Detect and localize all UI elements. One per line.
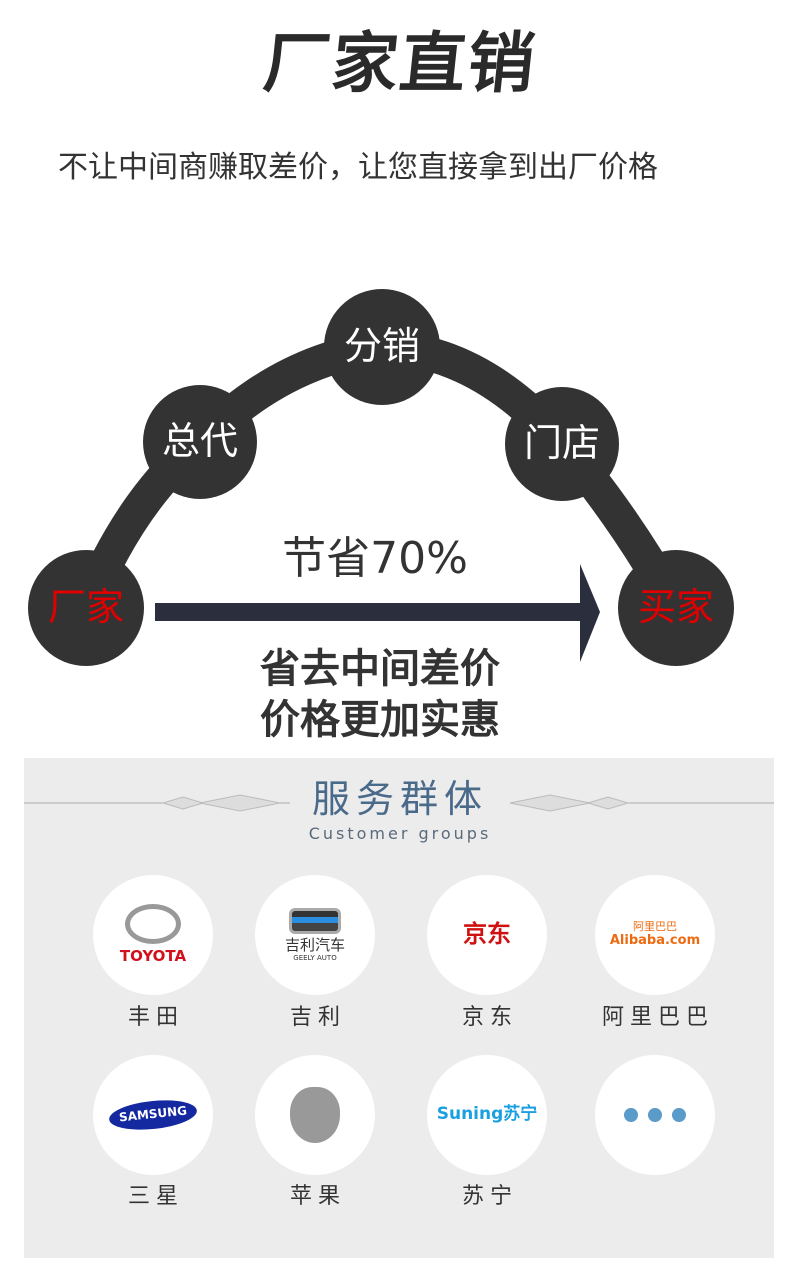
- node-label-factory: 厂家: [47, 585, 124, 629]
- brand-jd[interactable]: 京东: [427, 875, 547, 995]
- brand-label: 京东: [461, 1005, 518, 1030]
- benefit-line-2: 价格更加实惠: [260, 697, 500, 743]
- section-divider: [24, 794, 774, 812]
- section-subtitle: Customer groups: [308, 824, 492, 843]
- logo-text: 京东: [463, 920, 511, 949]
- logo-subtext: GEELY AUTO: [293, 954, 337, 963]
- node-label-distributor: 分销: [343, 324, 420, 368]
- brand-label: 苏宁: [461, 1184, 518, 1209]
- apple-logo-icon: [290, 1087, 340, 1143]
- dot-icon: [648, 1108, 662, 1122]
- geely-emblem-icon: [289, 907, 341, 934]
- logo-subtext: Alibaba.com: [609, 932, 701, 948]
- brand-suning[interactable]: Suning苏宁: [427, 1055, 547, 1175]
- node-label-agent: 总代: [161, 419, 238, 463]
- more-brands-button[interactable]: [595, 1055, 715, 1175]
- brand-label: 三星: [127, 1184, 184, 1209]
- node-distributor: [324, 289, 440, 405]
- dot-icon: [672, 1108, 686, 1122]
- node-label-buyer: 买家: [637, 585, 714, 629]
- distribution-diagram: [28, 289, 734, 666]
- benefit-line-1: 省去中间差价: [260, 646, 500, 692]
- node-factory: [28, 550, 144, 666]
- brand-geely[interactable]: 吉利汽车 GEELY AUTO: [255, 875, 375, 995]
- arrow-head: [580, 564, 600, 662]
- brand-apple[interactable]: [255, 1055, 375, 1175]
- brand-label: 苹果: [289, 1184, 346, 1209]
- node-agent: [143, 385, 257, 499]
- brand-label: 丰田: [127, 1005, 184, 1030]
- subtitle: 不让中间商赚取差价，让您直接拿到出厂价格: [58, 150, 658, 185]
- logo-text: 吉利汽车: [284, 935, 345, 954]
- node-label-store: 门店: [523, 421, 600, 465]
- arrow-shaft: [155, 603, 585, 621]
- brand-samsung[interactable]: SAMSUNG: [93, 1055, 213, 1175]
- brand-alibaba[interactable]: 阿里巴巴 Alibaba.com: [595, 875, 715, 995]
- brand-toyota[interactable]: TOYOTA: [93, 875, 213, 995]
- dot-icon: [624, 1108, 638, 1122]
- node-store: [505, 387, 619, 501]
- brand-label: 吉利: [289, 1005, 346, 1030]
- section-title: 服务群体: [311, 777, 488, 821]
- logo-text: 阿里巴巴: [633, 920, 677, 934]
- logo-text: Suning苏宁: [436, 1104, 538, 1125]
- toyota-emblem-icon: [125, 904, 181, 945]
- logo-text: TOYOTA: [119, 947, 187, 966]
- brand-label: 阿里巴巴: [601, 1005, 714, 1030]
- saving-text: 节省70%: [282, 533, 468, 584]
- node-buyer: [618, 550, 734, 666]
- logo-text: SAMSUNG: [107, 1096, 199, 1134]
